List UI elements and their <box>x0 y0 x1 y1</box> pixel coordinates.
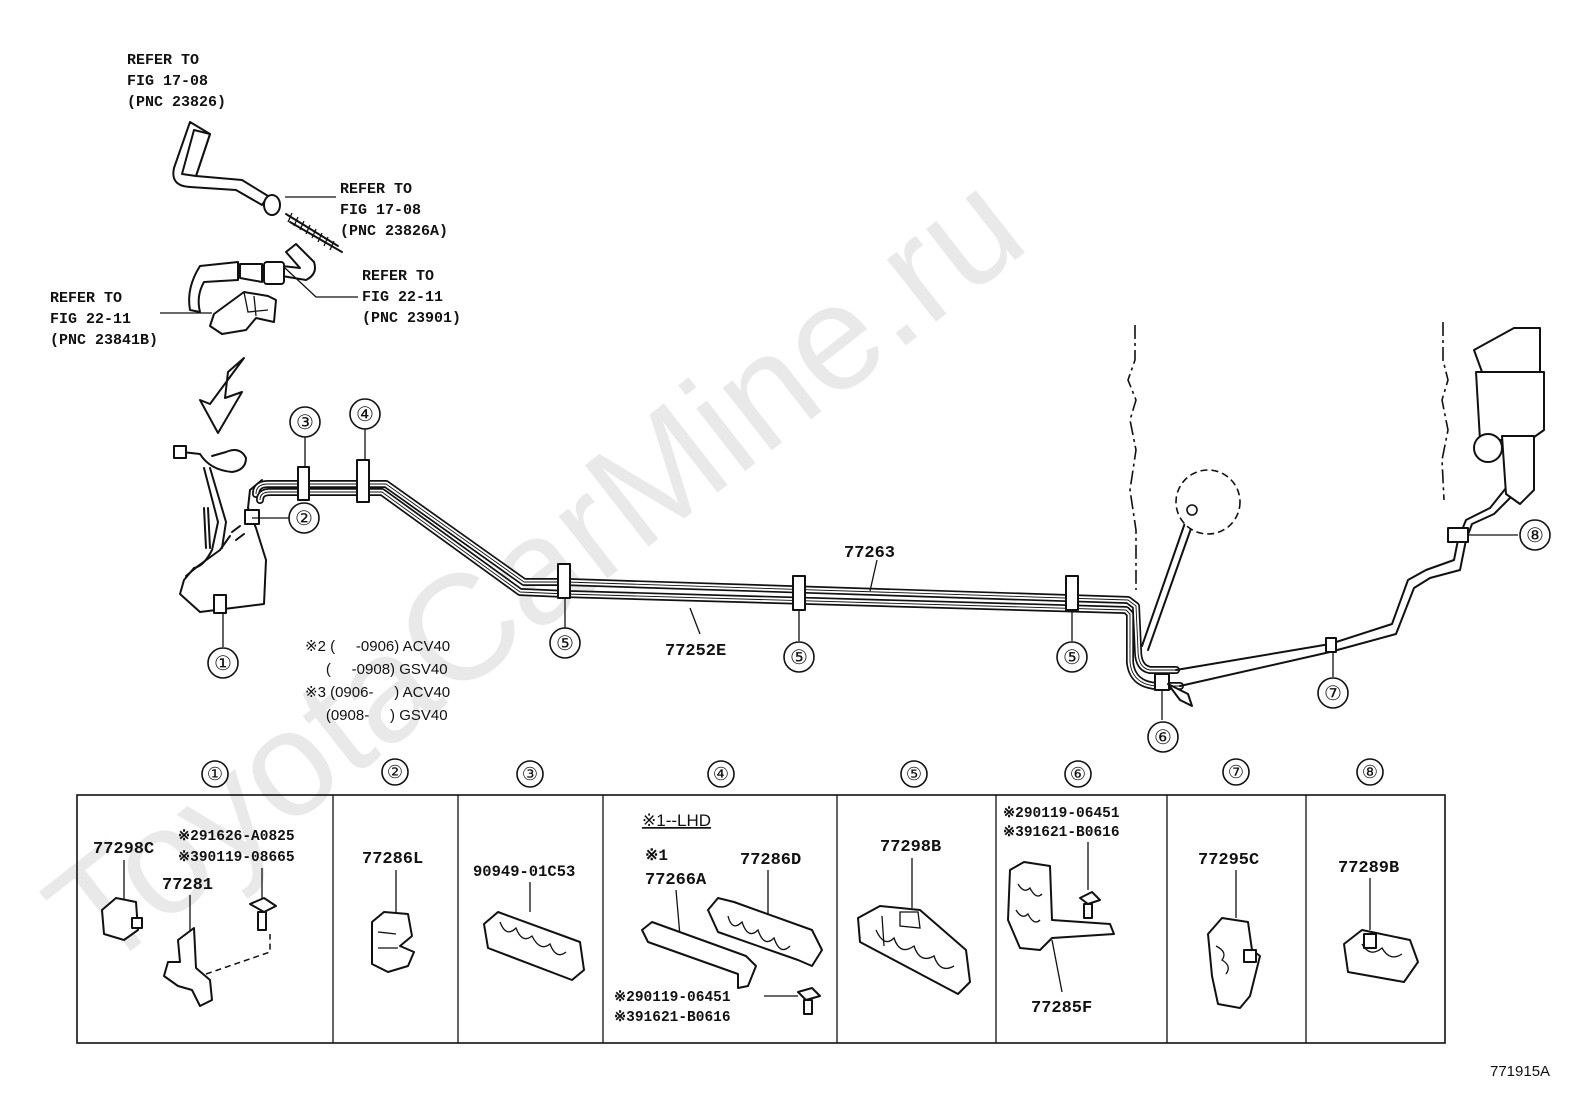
note-1b: ※390119-08665 <box>178 849 295 866</box>
col-8-head: ⑧ <box>1362 762 1378 782</box>
callout-6-label: ⑥ <box>1154 727 1172 749</box>
callout-5a-label: ⑤ <box>556 633 574 655</box>
svg-text:FIG 22-11: FIG 22-11 <box>362 289 443 306</box>
cell-4: ※1--LHD ※1 77266A 77286D ※290119-06451 ※… <box>614 811 823 1026</box>
ref-label-2: REFER TO FIG 17-08 (PNC 23826A) <box>340 181 448 240</box>
routing-pipes <box>173 445 1521 690</box>
note-4b: ※391621-B0616 <box>614 1009 731 1026</box>
col-1-head: ① <box>207 764 223 784</box>
part-77295c: 77295C <box>1198 851 1259 870</box>
cell-6: ※290119-06451 ※391621-B0616 77285F <box>1003 805 1120 1018</box>
svg-text:(PNC 23826): (PNC 23826) <box>127 94 226 111</box>
cell-3: 90949-01C53 <box>473 863 585 981</box>
cell-5: 77298B <box>857 838 971 995</box>
cell-1: 77298C 77281 ※291626-A0825 ※390119-08665 <box>93 828 295 1007</box>
svg-text:※3 (0906- ) ACV40: ※3 (0906- ) ACV40 <box>305 684 450 701</box>
svg-text:( -0908) GSV40: ( -0908) GSV40 <box>305 661 448 678</box>
cell-8: 77289B <box>1338 859 1419 983</box>
svg-text:(PNC 23901): (PNC 23901) <box>362 310 461 327</box>
note-4a: ※290119-06451 <box>614 989 731 1006</box>
pipe-77263-label: 77263 <box>844 544 895 563</box>
callout-markers: ① ② ③ ④ ⑤ ⑤ ⑤ ⑥ ⑦ ⑧ <box>207 398 1551 753</box>
ref-label-3: REFER TO FIG 22-11 (PNC 23901) <box>362 268 461 327</box>
callout-1-label: ① <box>214 653 232 675</box>
callout-1 <box>207 647 239 679</box>
part-77281: 77281 <box>162 876 213 895</box>
svg-text:FIG 17-08: FIG 17-08 <box>340 202 421 219</box>
applicability-notes: ※2 ( -0906) ACV40 ( -0908) GSV40 ※3 (090… <box>305 638 450 724</box>
callout-5b-label: ⑤ <box>790 647 808 669</box>
svg-text:REFER TO: REFER TO <box>340 181 412 198</box>
cell-2: 77286L <box>362 850 423 973</box>
callout-leaders <box>222 428 1518 720</box>
svg-text:REFER TO: REFER TO <box>362 268 434 285</box>
svg-text:(PNC 23841B): (PNC 23841B) <box>50 332 158 349</box>
ref-label-4: REFER TO FIG 22-11 (PNC 23841B) <box>50 290 158 349</box>
pipe-clamps <box>297 459 1469 707</box>
svg-text:REFER TO: REFER TO <box>127 52 199 69</box>
cell-7: 77295C <box>1198 851 1261 1009</box>
part-77289b: 77289B <box>1338 859 1399 878</box>
svg-text:FIG 22-11: FIG 22-11 <box>50 311 131 328</box>
col-2-head: ② <box>387 762 403 782</box>
svg-text:(PNC 23826A): (PNC 23826A) <box>340 223 448 240</box>
note-6b: ※391621-B0616 <box>1003 824 1120 841</box>
tank-outline <box>1127 322 1545 590</box>
lhd-title: ※1--LHD <box>642 811 711 830</box>
part-77298c: 77298C <box>93 840 154 859</box>
part-77285f: 77285F <box>1031 999 1092 1018</box>
ref-label-1: REFER TO FIG 17-08 (PNC 23826) <box>127 52 226 111</box>
callout-8-label: ⑧ <box>1526 525 1544 547</box>
part-77286l: 77286L <box>362 850 423 869</box>
col-6-head: ⑥ <box>1070 764 1086 784</box>
svg-text:FIG 17-08: FIG 17-08 <box>127 73 208 90</box>
figure-id: 771915A <box>1490 1063 1550 1080</box>
part-77298b: 77298B <box>880 838 941 857</box>
col-3-head: ③ <box>522 764 538 784</box>
callout-2-label: ② <box>295 508 313 530</box>
svg-text:(0908- ) GSV40: (0908- ) GSV40 <box>305 707 448 724</box>
table-headers: ① ② ③ ④ ⑤ ⑥ ⑦ ⑧ <box>201 758 1384 788</box>
part-90949-01c53: 90949-01C53 <box>473 863 575 881</box>
part-77266a: 77266A <box>645 871 707 890</box>
part-77286d: 77286D <box>740 851 801 870</box>
parts-table: ① ② ③ ④ ⑤ ⑥ ⑦ ⑧ 77298C 77281 ※291626-A08… <box>76 758 1446 1044</box>
callout-4-label: ④ <box>356 404 374 426</box>
mark-1: ※1 <box>645 847 668 865</box>
callout-5c-label: ⑤ <box>1063 647 1081 669</box>
col-5-head: ⑤ <box>906 764 922 784</box>
ref-hose-assembly <box>160 121 358 434</box>
col-7-head: ⑦ <box>1228 762 1244 782</box>
note-1a: ※291626-A0825 <box>178 828 295 845</box>
svg-text:※2 ( -0906) ACV40: ※2 ( -0906) ACV40 <box>305 638 450 655</box>
callout-7-label: ⑦ <box>1324 683 1342 705</box>
svg-text:REFER TO: REFER TO <box>50 290 122 307</box>
spring-part <box>285 212 343 253</box>
col-4-head: ④ <box>713 764 729 784</box>
pipe-77252e-label: 77252E <box>665 642 726 661</box>
note-6a: ※290119-06451 <box>1003 805 1120 822</box>
callout-3-label: ③ <box>296 412 314 434</box>
